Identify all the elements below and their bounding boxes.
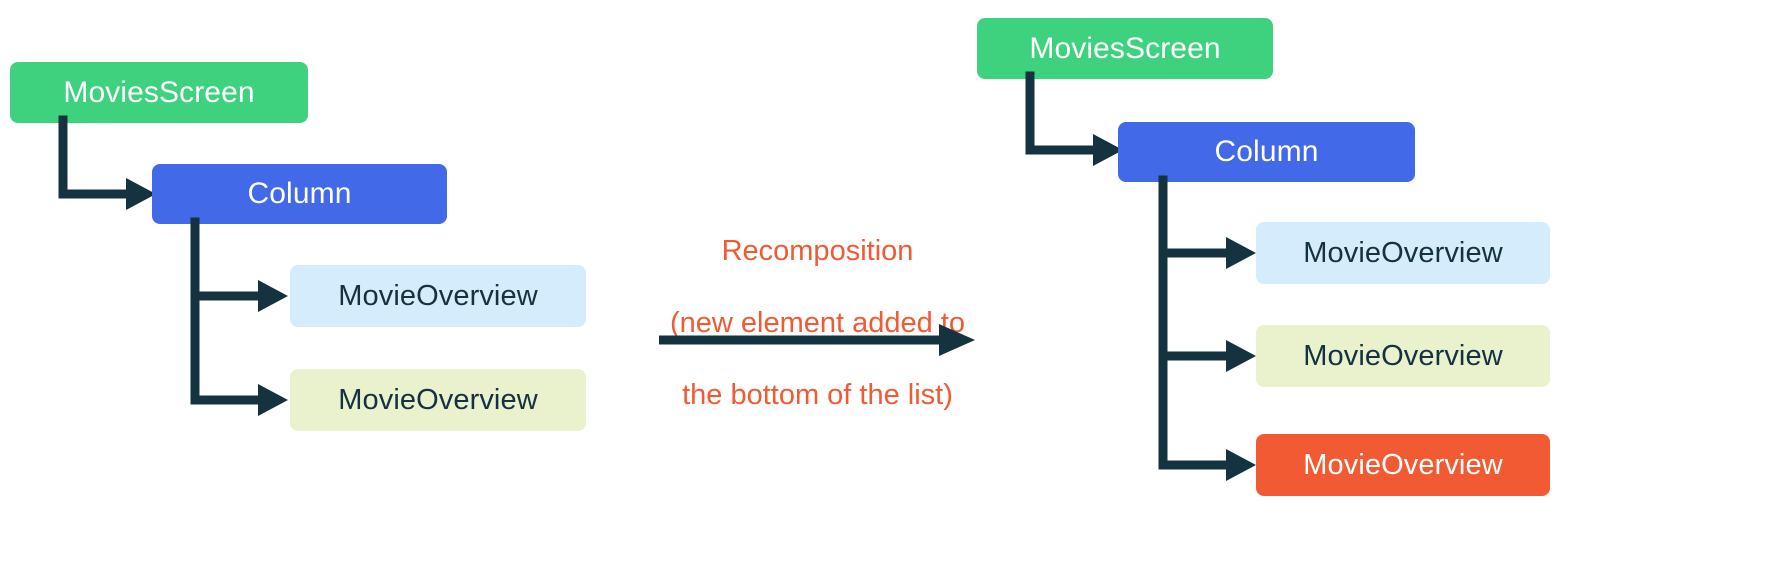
recomposition-caption-line-2: (new element added to — [669, 306, 966, 339]
after-node-movies-screen: MoviesScreen — [977, 18, 1273, 79]
before-node-movies-screen: MoviesScreen — [10, 62, 308, 123]
after-node-movie-overview-1: MovieOverview — [1256, 222, 1550, 284]
after-node-movie-overview-2-label: MovieOverview — [1303, 339, 1503, 372]
after-node-movie-overview-3: MovieOverview — [1256, 434, 1550, 496]
after-node-movie-overview-1-label: MovieOverview — [1303, 236, 1503, 269]
after-node-movie-overview-2: MovieOverview — [1256, 325, 1550, 387]
before-connector-screen-to-column — [58, 115, 156, 210]
before-node-movie-overview-2: MovieOverview — [290, 369, 586, 431]
after-node-column-label: Column — [1214, 135, 1319, 168]
after-node-column: Column — [1118, 122, 1415, 182]
recomposition-right-arrow-icon — [659, 324, 975, 356]
before-node-column-label: Column — [247, 177, 352, 210]
before-node-movie-overview-1-label: MovieOverview — [338, 279, 538, 312]
after-node-movies-screen-label: MoviesScreen — [1029, 31, 1221, 65]
before-node-movie-overview-2-label: MovieOverview — [338, 383, 538, 416]
before-connector-column-to-children — [190, 217, 288, 416]
after-node-movie-overview-3-label: MovieOverview — [1303, 448, 1503, 481]
before-node-movies-screen-label: MoviesScreen — [63, 75, 255, 109]
recomposition-caption: Recomposition (new element added to the … — [645, 198, 990, 450]
recomposition-caption-line-3: the bottom of the list) — [682, 378, 953, 411]
after-connector-column-to-children — [1158, 175, 1256, 481]
after-connector-screen-to-column — [1025, 71, 1123, 166]
before-node-column: Column — [152, 164, 447, 224]
before-node-movie-overview-1: MovieOverview — [290, 265, 586, 327]
recomposition-caption-line-1: Recomposition — [721, 234, 914, 267]
